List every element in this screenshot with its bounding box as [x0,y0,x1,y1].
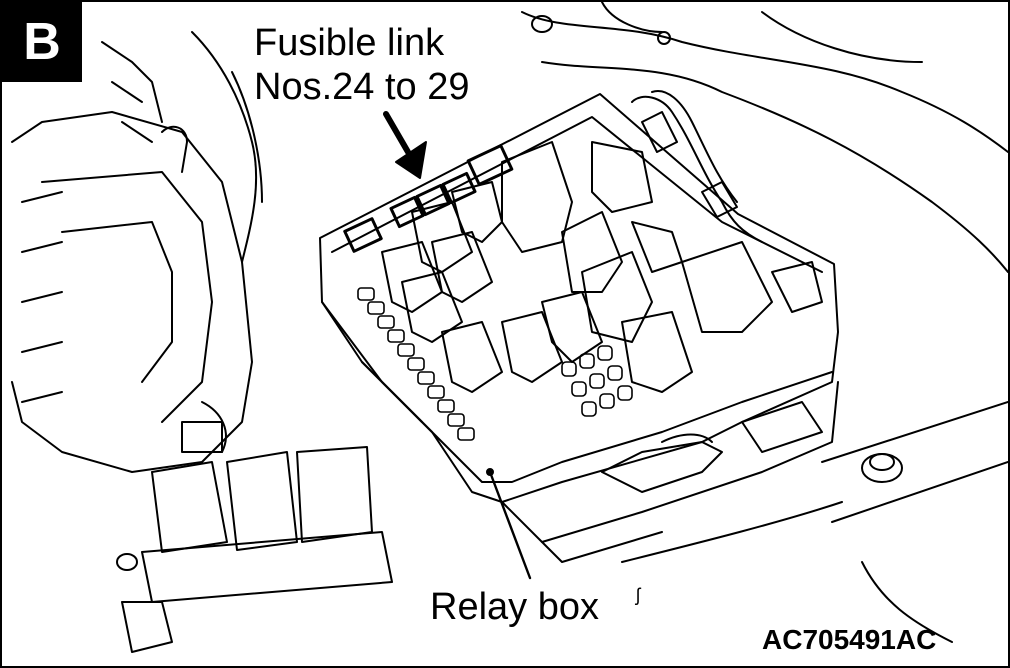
wire-harness [631,90,763,243]
figure-code: AC705491AC [762,624,937,655]
lower-right-strut [621,401,1008,643]
upper-body-panel [521,2,1008,273]
relay-box-leader-dot [486,468,494,476]
mini-fuses [357,287,633,441]
left-shroud [11,31,263,473]
front-connector [601,401,823,493]
fusible-link-callout-line1: Fusible link [254,22,445,64]
panel-badge: B [2,2,82,82]
relay-box-callout: Relay box [430,586,599,628]
stray-mark: ʃ [636,585,640,605]
relay-box-leader-line [488,470,532,580]
fusible-link-arrow-icon [383,111,427,179]
lower-left-relays [116,446,393,653]
fusible-links [343,144,514,253]
relays [381,141,823,393]
fusible-link-callout-line2: Nos.24 to 29 [254,66,470,108]
